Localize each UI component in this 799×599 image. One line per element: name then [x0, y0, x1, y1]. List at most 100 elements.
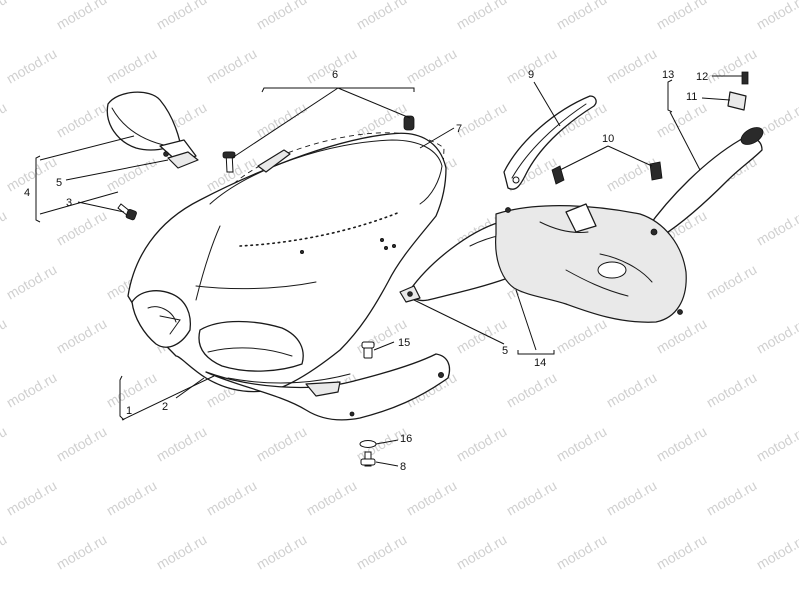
upper-fairing-right-intake	[198, 320, 304, 372]
upper-fairing-side-line	[195, 225, 221, 301]
leader-lines	[35, 75, 742, 467]
callout-14: 14	[534, 357, 546, 369]
right-stay-13	[645, 71, 764, 239]
leader-13-bracket	[667, 79, 673, 113]
watermark-text: motod.ru	[304, 477, 360, 518]
callout-16: 16	[400, 433, 412, 445]
watermark-text: motod.ru	[354, 531, 410, 572]
lower-fairing-tip-screw	[437, 371, 444, 378]
callout-3: 3	[66, 197, 72, 209]
watermark-text: motod.ru	[754, 0, 799, 33]
leader-4-lower	[39, 191, 119, 215]
watermark-text: motod.ru	[604, 45, 660, 86]
watermark-text: motod.ru	[754, 315, 799, 356]
watermark-text: motod.ru	[4, 261, 60, 302]
washer-16-body	[359, 440, 377, 448]
left-mirror-base-screw	[163, 151, 169, 157]
watermark-text: motod.ru	[654, 0, 710, 33]
callout-6: 6	[332, 69, 338, 81]
inner-panel-mount-3	[677, 309, 683, 315]
watermark-text: motod.ru	[404, 45, 460, 86]
leader-14-bracket	[517, 350, 555, 355]
watermark-text: motod.ru	[754, 531, 799, 572]
watermark-text: motod.ru	[4, 153, 60, 194]
lower-fairing-1	[205, 353, 451, 421]
screw-3	[117, 203, 137, 221]
leader-8	[375, 461, 399, 467]
left-mirror-assembly	[106, 91, 199, 169]
watermark-text: motod.ru	[54, 423, 110, 464]
watermark-text: motod.ru	[0, 207, 9, 248]
callout-11: 11	[686, 91, 697, 103]
watermark-text: motod.ru	[54, 0, 110, 33]
leader-4-upper	[39, 135, 135, 161]
watermark-text: motod.ru	[754, 423, 799, 464]
callout-10: 10	[602, 133, 614, 145]
watermark-text: motod.ru	[704, 261, 760, 302]
inner-panel-mount-1	[650, 228, 658, 236]
leader-11	[701, 97, 731, 101]
callout-8: 8	[400, 461, 406, 473]
washer-16	[359, 440, 377, 448]
watermark-text: motod.ru	[604, 369, 660, 410]
watermark-text: motod.ru	[704, 477, 760, 518]
upper-fairing-right-intake-inner	[207, 347, 293, 357]
watermark-text: motod.ru	[604, 477, 660, 518]
leader-10-right	[607, 145, 653, 167]
watermark-text: motod.ru	[154, 0, 210, 33]
inner-panel-rib-3	[565, 269, 629, 297]
watermark-text: motod.ru	[454, 0, 510, 33]
lower-fairing-bottom-screw	[349, 411, 355, 417]
left-mirror-housing-rim	[111, 107, 169, 147]
callout-7: 7	[456, 123, 462, 135]
watermark-text: motod.ru	[554, 0, 610, 33]
watermark-text: motod.ru	[204, 45, 260, 86]
upper-fairing-screen-dots	[239, 211, 401, 247]
left-stay-hole	[512, 176, 520, 184]
left-stay-body	[503, 95, 597, 190]
left-mirror-base-plate	[167, 151, 199, 169]
watermark-text: motod.ru	[254, 423, 310, 464]
callout-13: 13	[662, 69, 674, 81]
watermark-text: motod.ru	[0, 423, 9, 464]
leader-10-left	[559, 145, 609, 171]
upper-fairing-vent-slot	[257, 149, 291, 173]
watermark-text: motod.ru	[404, 477, 460, 518]
leader-3	[77, 201, 125, 213]
upper-fairing-left-intake	[131, 290, 192, 348]
watermark-text: motod.ru	[0, 0, 9, 33]
watermark-text: motod.ru	[204, 477, 260, 518]
callout-12: 12	[696, 71, 708, 83]
callout-4: 4	[24, 187, 30, 199]
watermark-text: motod.ru	[154, 423, 210, 464]
callout-2: 2	[162, 401, 168, 413]
left-stay-inner	[511, 103, 587, 179]
leader-4-bracket	[35, 155, 41, 223]
right-stay-clip-11	[727, 91, 747, 111]
watermark-text: motod.ru	[254, 531, 310, 572]
watermark-text: motod.ru	[554, 531, 610, 572]
right-stay-screw-12	[741, 71, 749, 85]
leader-5-left	[65, 159, 169, 181]
left-stay-9	[503, 95, 597, 190]
callout-1: 1	[126, 405, 132, 417]
screw-8	[360, 451, 376, 467]
watermark-text: motod.ru	[104, 45, 160, 86]
leader-15	[373, 341, 395, 351]
leader-7	[419, 127, 455, 149]
upper-fairing-2	[127, 132, 447, 393]
right-stay-end-cap	[740, 127, 764, 145]
callout-labels: 6 7 4 5 3 1 2 9 10 13 12 11 14 5 15 16 8	[24, 69, 708, 473]
screw-10-right	[649, 161, 663, 181]
grommet-6-right	[403, 115, 415, 131]
leader-1-bracket	[119, 375, 125, 421]
callout-15: 15	[398, 337, 410, 349]
watermark-text: motod.ru	[54, 99, 110, 140]
watermark-text: motod.ru	[4, 369, 60, 410]
inner-panel-14	[495, 203, 687, 323]
leader-5-right	[413, 299, 505, 345]
lower-fairing-inner-line	[227, 373, 351, 384]
right-mirror-base-screw	[407, 291, 413, 297]
screw-8-head	[360, 458, 376, 466]
